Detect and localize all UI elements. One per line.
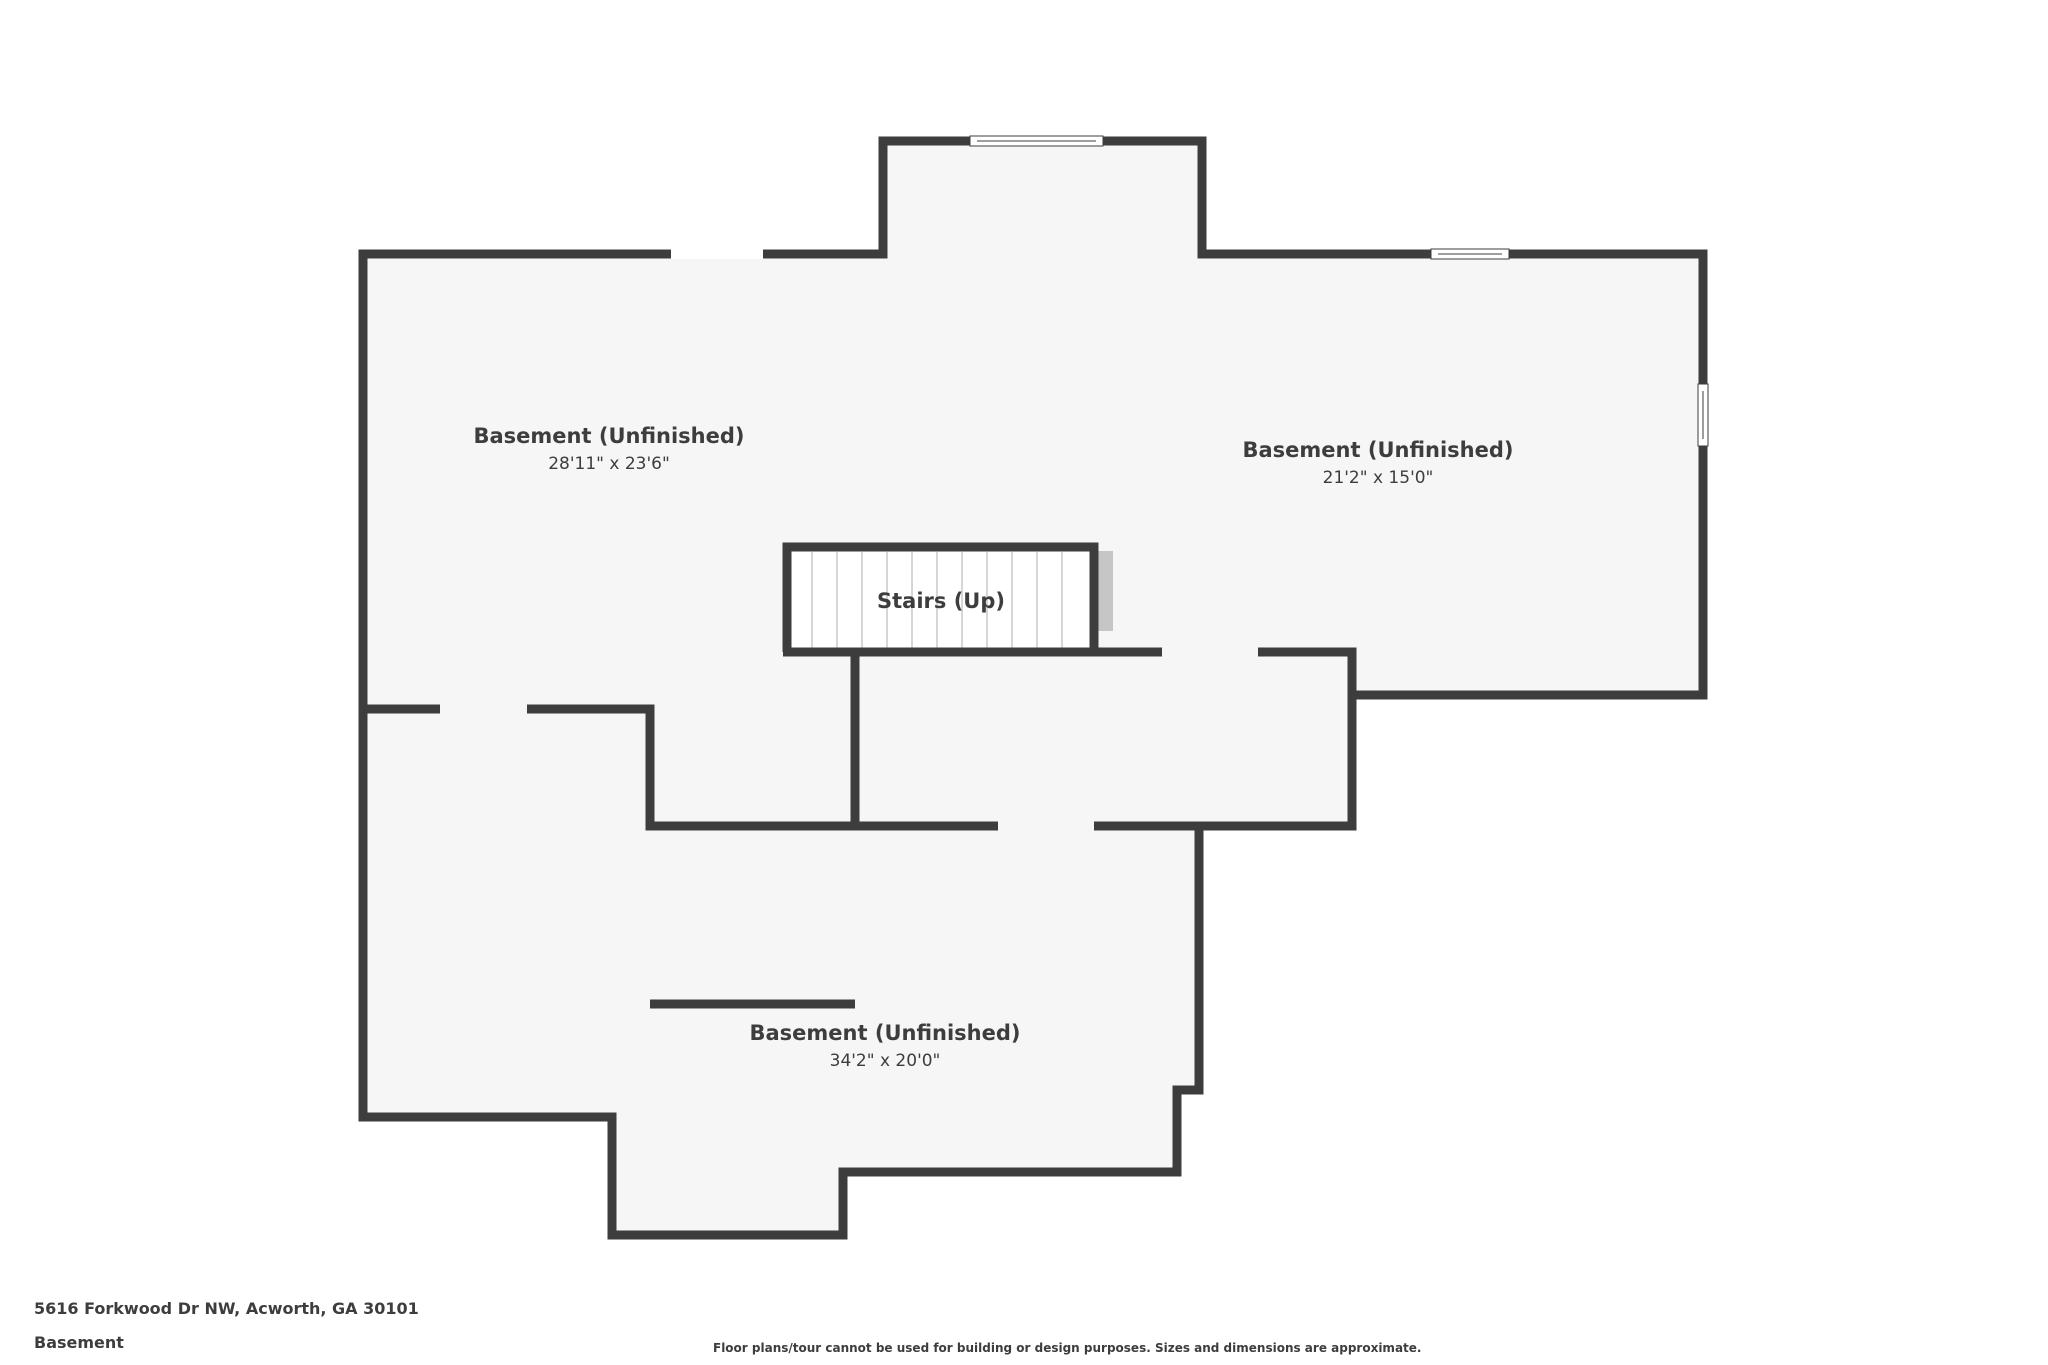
room-name: Basement (Unfinished) — [750, 1021, 1021, 1045]
stair-landing — [1096, 551, 1113, 631]
exterior-wall — [358, 136, 1708, 1240]
stairs: Stairs (Up) — [782, 542, 1113, 657]
window — [671, 249, 763, 259]
stair-treads — [811, 552, 1063, 648]
room-dimensions: 28'11" x 23'6" — [548, 454, 670, 474]
interior-walls — [363, 647, 1357, 1009]
disclaimer: Floor plans/tour cannot be used for buil… — [713, 1341, 1422, 1355]
property-address: 5616 Forkwood Dr NW, Acworth, GA 30101 — [34, 1299, 419, 1318]
windows — [671, 135, 1709, 447]
room-name: Basement (Unfinished) — [474, 424, 745, 448]
room-name: Basement (Unfinished) — [1243, 438, 1514, 462]
room-dimensions: 21'2" x 15'0" — [1323, 468, 1434, 488]
floor-level-label: Basement — [34, 1333, 124, 1352]
stairs-wall — [782, 542, 1099, 652]
room-dimensions: 34'2" x 20'0" — [830, 1051, 941, 1071]
floor-area — [363, 141, 1703, 1235]
stairs-label: Stairs (Up) — [877, 589, 1005, 613]
stairs-body — [787, 547, 1092, 652]
